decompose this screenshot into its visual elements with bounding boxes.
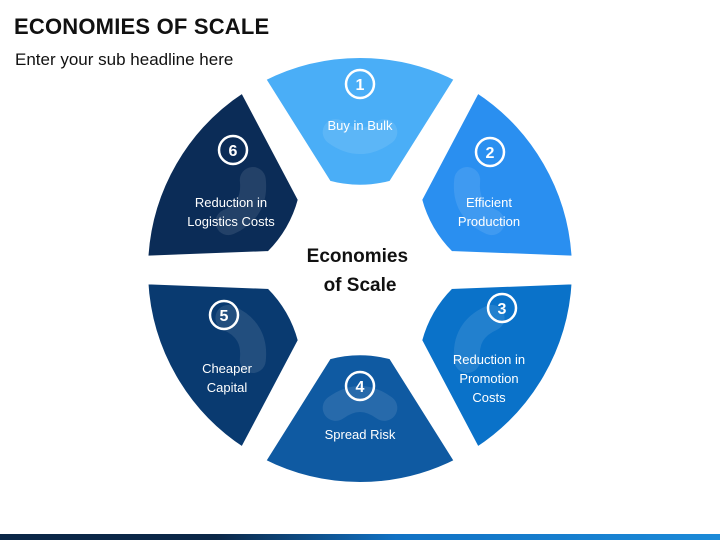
segment-shape-2 bbox=[416, 86, 578, 262]
segment-label-3-line-2: Promotion bbox=[459, 371, 518, 386]
segment-label-2-line-2: Production bbox=[458, 214, 520, 229]
number-badge-3 bbox=[486, 292, 518, 324]
number-badge-4 bbox=[344, 370, 376, 402]
segment-highlight-5 bbox=[215, 304, 267, 373]
center-label-line-1: Economies bbox=[307, 246, 408, 267]
page-title: ECONOMIES OF SCALE bbox=[14, 14, 270, 39]
number-badge-2 bbox=[474, 136, 506, 168]
segment-highlight-1 bbox=[322, 119, 398, 154]
segment-shape-5 bbox=[142, 278, 304, 454]
segment-label-6: Reduction in Logistics Costs bbox=[187, 195, 275, 229]
segment-shape-6 bbox=[142, 86, 304, 262]
number-badge-5 bbox=[208, 299, 240, 331]
segment-highlight-6 bbox=[215, 167, 267, 236]
segment-label-6-line-2: Logistics Costs bbox=[187, 214, 275, 229]
segment-highlight-2 bbox=[453, 167, 505, 236]
number-badge-text-6: 6 bbox=[229, 143, 238, 160]
footer-bar bbox=[0, 534, 720, 540]
center-label: Economies of Scale bbox=[307, 246, 414, 296]
segment-label-3-line-1: Reduction in bbox=[453, 352, 525, 367]
center-label-line-2: of Scale bbox=[324, 275, 397, 296]
segment-label-4-line-1: Spread Risk bbox=[325, 427, 396, 442]
number-badge-1 bbox=[344, 68, 376, 100]
segment-label-5-line-2: Capital bbox=[207, 380, 248, 395]
number-badge-text-5: 5 bbox=[220, 308, 229, 325]
segment-label-5-line-1: Cheaper bbox=[202, 361, 253, 376]
segment-label-2-line-1: Efficient bbox=[466, 195, 512, 210]
segment-shape-4 bbox=[259, 349, 461, 488]
number-badge-text-1: 1 bbox=[356, 77, 365, 94]
segment-shape-1 bbox=[259, 52, 461, 191]
number-badge-text-2: 2 bbox=[486, 145, 495, 162]
segment-label-1-line-1: Buy in Bulk bbox=[327, 118, 393, 133]
segment-label-6-line-1: Reduction in bbox=[195, 195, 267, 210]
number-badge-6 bbox=[217, 134, 249, 166]
segment-label-1: Buy in Bulk bbox=[327, 118, 393, 133]
segment-highlight-3 bbox=[453, 304, 505, 373]
number-badge-text-3: 3 bbox=[498, 301, 507, 318]
segment-shape-3 bbox=[416, 278, 578, 454]
page-subtitle: Enter your sub headline here bbox=[15, 50, 234, 69]
segment-label-3-line-3: Costs bbox=[472, 390, 506, 405]
number-badge-text-4: 4 bbox=[356, 379, 365, 396]
segment-label-4: Spread Risk bbox=[325, 427, 396, 442]
